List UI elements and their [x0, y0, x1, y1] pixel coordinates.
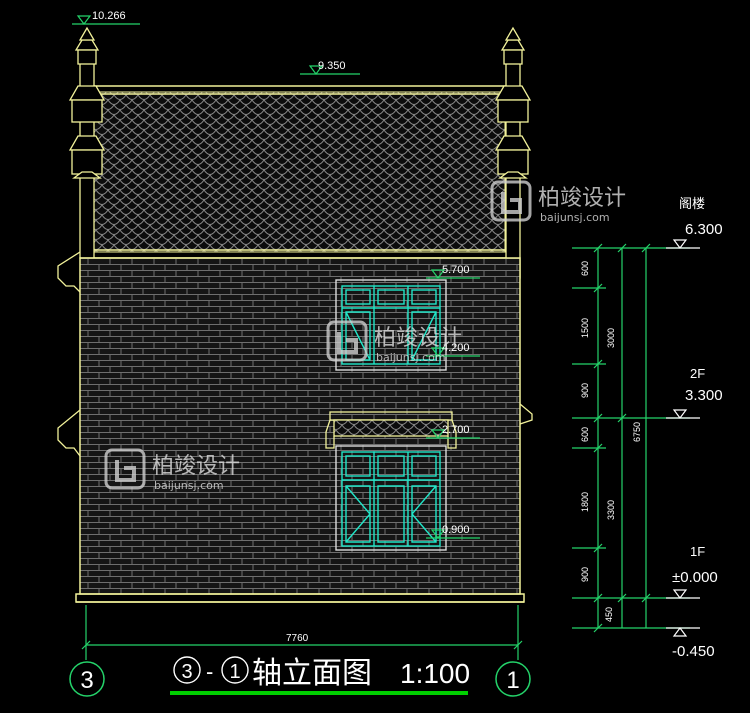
left-finial-tower — [68, 26, 106, 259]
roof-tiles — [93, 91, 506, 253]
elev-door-sill: 0.900 — [442, 524, 470, 536]
drawing-title: 3 - 1 轴立面图 1:100 — [170, 656, 470, 695]
first-floor-door — [335, 445, 447, 551]
title-axis-to: 1 — [229, 661, 240, 683]
axis-bubble-right: 1 — [495, 661, 531, 697]
elev-roof-eave: 9.350 — [318, 60, 346, 72]
svg-text:baijunsj.com: baijunsj.com — [154, 479, 224, 492]
elevation-marks — [72, 15, 480, 539]
dim-segment-labels: 600 1500 900 600 1800 900 450 3000 3300 … — [580, 261, 642, 622]
svg-text:1800: 1800 — [580, 492, 590, 512]
svg-text:1500: 1500 — [580, 318, 590, 338]
width-dimension — [81, 605, 523, 660]
door-canopy — [325, 411, 457, 449]
svg-text:柏竣设计: 柏竣设计 — [538, 186, 626, 211]
level-value-attic: 6.300 — [685, 221, 723, 238]
level-name-2f: 2F — [690, 366, 705, 381]
svg-text:900: 900 — [580, 567, 590, 582]
svg-text:6750: 6750 — [632, 422, 642, 442]
watermark-top-right: 柏竣设计 baijunsj.com — [490, 180, 626, 224]
watermark-center: 柏竣设计 baijunsj.com — [326, 320, 462, 364]
title-axis-from: 3 — [181, 661, 192, 683]
svg-text:3300: 3300 — [606, 500, 616, 520]
elev-door-top: 2.700 — [442, 424, 470, 436]
svg-text:1: 1 — [506, 667, 519, 694]
title-scale: 1:100 — [400, 658, 470, 689]
elev-window-sill: 4.200 — [442, 342, 470, 354]
title-dash: - — [206, 659, 213, 684]
svg-text:450: 450 — [604, 607, 614, 622]
svg-text:柏竣设计: 柏竣设计 — [374, 326, 462, 351]
elev-ridge-top: 10.266 — [92, 10, 126, 22]
title-underline — [170, 691, 468, 695]
level-labels: 阁楼 6.300 2F 3.300 1F ±0.000 -0.450 — [672, 197, 723, 660]
right-finial-tower — [494, 26, 532, 279]
plinth — [75, 593, 525, 603]
level-value-2f: 3.300 — [685, 387, 723, 404]
roof — [85, 85, 514, 259]
svg-text:900: 900 — [580, 383, 590, 398]
watermark-left: 柏竣设计 baijunsj.com — [104, 448, 240, 492]
left-eave-bracket-lower — [57, 409, 81, 457]
svg-text:柏竣设计: 柏竣设计 — [152, 454, 240, 479]
right-eave-bracket — [519, 403, 533, 425]
svg-text:baijunsj.com: baijunsj.com — [540, 211, 610, 224]
svg-text:3: 3 — [80, 667, 93, 694]
svg-text:600: 600 — [580, 427, 590, 442]
second-floor-window — [335, 279, 447, 371]
level-name-1f: 1F — [690, 544, 705, 559]
svg-text:3000: 3000 — [606, 328, 616, 348]
title-text: 轴立面图 — [252, 656, 372, 691]
axis-bubble-left: 3 — [69, 661, 105, 697]
level-value-ground: -0.450 — [672, 643, 715, 660]
level-value-1f: ±0.000 — [672, 569, 718, 586]
overall-width: 7760 — [286, 633, 309, 644]
level-name-attic: 阁楼 — [679, 197, 705, 212]
left-eave-bracket-upper — [57, 251, 81, 293]
vertical-dimensions — [572, 239, 700, 637]
elev-window-top: 5.700 — [442, 264, 470, 276]
svg-text:600: 600 — [580, 261, 590, 276]
svg-text:baijunsj.com: baijunsj.com — [376, 351, 446, 364]
